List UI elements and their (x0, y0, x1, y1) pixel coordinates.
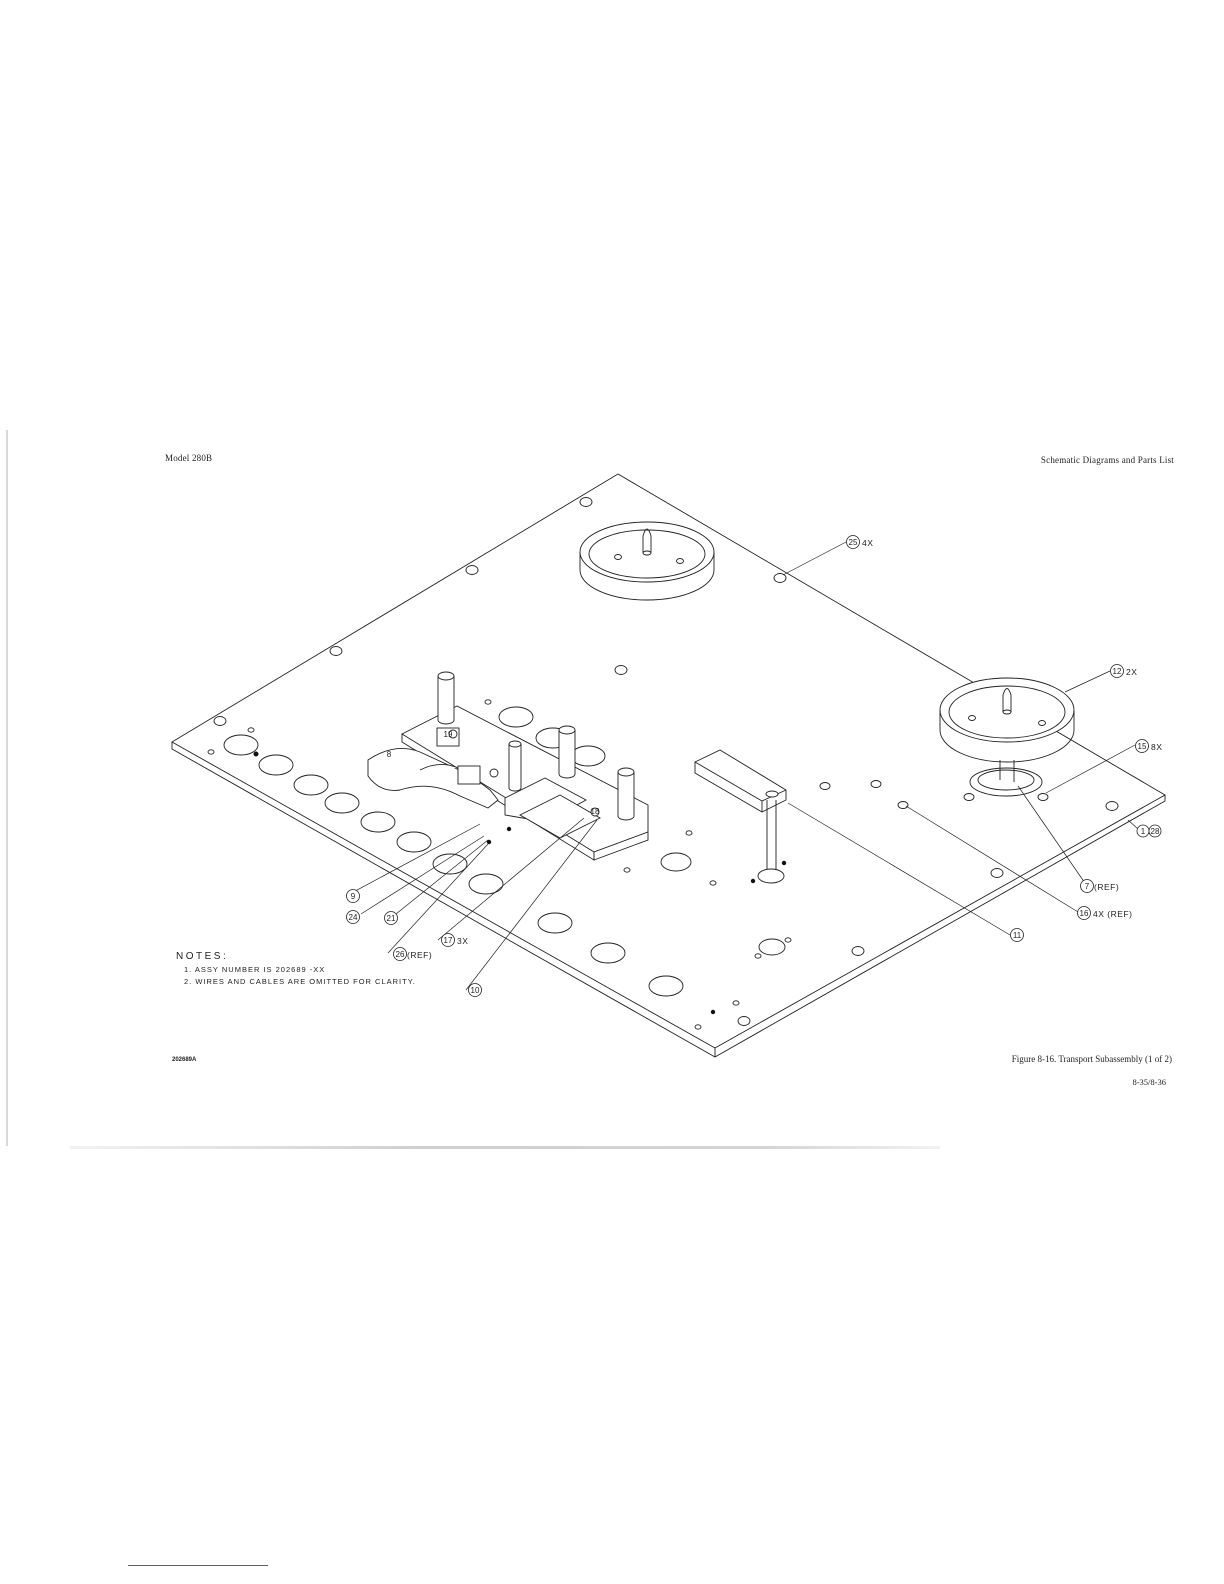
part-label-19: 19 (444, 730, 453, 739)
note-line-1: 1. ASSY NUMBER IS 202689 -XX (184, 965, 416, 974)
callout-7-ref: (REF) (1094, 882, 1119, 892)
footnote-separator-line (128, 1565, 268, 1566)
callout-25-qty: 4X (862, 538, 873, 548)
drawing-number: 202689A (172, 1057, 196, 1063)
callout-7-number: 7 (1085, 882, 1090, 891)
callout-9-number: 9 (351, 892, 356, 901)
callout-12-qty: 2X (1126, 667, 1137, 677)
notes-block: NOTES: 1. ASSY NUMBER IS 202689 -XX 2. W… (176, 951, 416, 986)
callout-16-number: 16 (1080, 909, 1089, 918)
callout-21-number: 21 (387, 914, 396, 923)
figure-caption: Figure 8-16. Transport Subassembly (1 of… (1012, 1054, 1172, 1064)
page-number: 8-35/8-36 (1132, 1077, 1166, 1087)
callout-16-qty: 4X (REF) (1093, 909, 1132, 919)
callout-17-number: 17 (444, 936, 453, 945)
notes-title: NOTES: (176, 951, 416, 962)
callout-17-qty: 3X (457, 936, 468, 946)
note-line-2: 2. WIRES AND CABLES ARE OMITTED FOR CLAR… (184, 977, 416, 986)
callout-15-qty: 8X (1151, 742, 1162, 752)
callout-11-number: 11 (1013, 931, 1022, 940)
callout-10-number: 10 (471, 986, 480, 995)
callout-25-number: 25 (849, 538, 858, 547)
part-label-8: 8 (387, 750, 392, 759)
callout-1-extra: 28 (1151, 827, 1160, 836)
callout-12-number: 12 (1113, 667, 1122, 676)
callout-15-number: 15 (1138, 742, 1147, 751)
part-label-18: 18 (591, 807, 600, 816)
callout-1-number: 1 (1141, 827, 1146, 836)
callout-24-number: 24 (349, 913, 358, 922)
